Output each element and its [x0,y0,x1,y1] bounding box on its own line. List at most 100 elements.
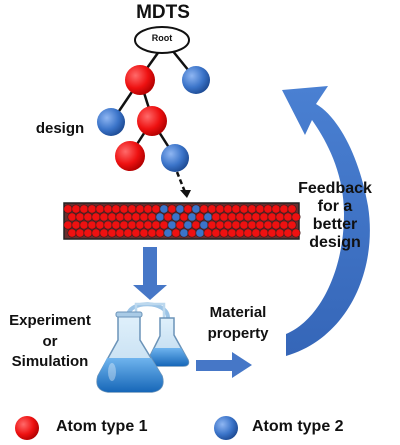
structure-atom-type-1 [255,220,265,230]
structure-atom-type-1 [91,228,101,238]
structure-atom-type-1 [279,220,289,230]
structure-atom-type-1 [151,220,161,230]
structure-atom-type-1 [275,228,285,238]
structure-atom-type-1 [75,228,85,238]
structure-atom-type-1 [143,220,153,230]
structure-atom-type-1 [67,228,77,238]
structure-atom-type-1 [207,204,217,214]
structure-atom-type-1 [139,228,149,238]
structure-atom-type-1 [79,204,89,214]
structure-atom-type-1 [247,204,257,214]
structure-atom-type-2 [183,220,193,230]
structure-atom-type-1 [223,204,233,214]
structure-atom-type-1 [127,220,137,230]
dashed-arrow-head [180,190,191,198]
structure-atom-type-1 [291,228,301,238]
structure-atom-type-1 [119,204,129,214]
tree-edges [111,49,194,158]
structure-atom-type-1 [179,212,189,222]
structure-atom-type-2 [167,220,177,230]
structure-atom-type-2 [199,220,209,230]
structure-atom-type-1 [267,212,277,222]
structure-atom-type-2 [175,204,185,214]
structure-atom-type-1 [119,220,129,230]
tree-node-atom-type-2 [97,108,125,136]
structure-atom-type-1 [75,212,85,222]
structure-atom-type-1 [147,212,157,222]
structure-atom-type-1 [103,204,113,214]
structure-atom-type-1 [79,220,89,230]
structure-atom-type-1 [99,212,109,222]
structure-atom-type-2 [203,212,213,222]
structure-atom-type-2 [191,204,201,214]
feedback-label: Feedback for a better design [298,180,372,251]
structure-atom-type-1 [83,212,93,222]
structure-atom-type-1 [199,204,209,214]
structure-atom-type-1 [115,212,125,222]
structure-atom-type-1 [111,204,121,214]
structure-atom-type-1 [107,212,117,222]
structure-atom-type-2 [159,204,169,214]
structure-atom-type-1 [259,212,269,222]
structure-atom-type-1 [95,220,105,230]
structure-atom-type-1 [191,220,201,230]
design-label: design [35,120,85,137]
atomic-structure [63,202,301,240]
structure-atom-type-1 [207,220,217,230]
structure-atom-type-1 [135,220,145,230]
structure-atom-type-1 [183,204,193,214]
structure-atom-type-1 [103,220,113,230]
legend-atom-type-2-label: Atom type 2 [252,418,344,435]
structure-atom-type-1 [243,212,253,222]
structure-atom-type-1 [123,228,133,238]
structure-atom-type-1 [271,220,281,230]
structure-atom-type-2 [163,228,173,238]
experiment-label: Experiment or Simulation [9,312,91,371]
structure-atom-type-1 [215,220,225,230]
structure-atom-type-1 [227,212,237,222]
structure-atom-type-1 [243,228,253,238]
structure-atom-type-1 [83,228,93,238]
structure-atom-type-1 [155,228,165,238]
structure-atom-type-1 [279,204,289,214]
structure-atom-type-1 [123,212,133,222]
right-arrow [196,352,252,378]
structure-atom-type-1 [287,204,297,214]
structure-atom-type-1 [87,220,97,230]
structure-atom-type-1 [175,220,185,230]
structure-atom-type-1 [159,220,169,230]
structure-atom-type-1 [227,228,237,238]
dashed-arrow [175,171,187,193]
structure-atom-type-1 [263,220,273,230]
structure-atom-type-1 [187,228,197,238]
structure-atom-type-1 [115,228,125,238]
structure-atom-type-2 [195,228,205,238]
structure-atom-type-1 [71,220,81,230]
structure-atom-type-1 [127,204,137,214]
structure-atom-type-1 [163,212,173,222]
legend-atom-type-2-icon [214,416,238,440]
structure-atom-type-1 [239,204,249,214]
structure-atom-type-2 [187,212,197,222]
structure-atom-type-1 [107,228,117,238]
structure-atom-type-2 [171,212,181,222]
structure-atom-type-1 [255,204,265,214]
structure-atom-type-1 [111,220,121,230]
structure-atom-type-1 [67,212,77,222]
structure-atom-type-1 [259,228,269,238]
legend-atom-type-1-label: Atom type 1 [56,418,148,435]
structure-atom-type-1 [171,228,181,238]
structure-atom-type-1 [267,228,277,238]
structure-atom-type-1 [91,212,101,222]
legend-atom-type-1-icon [15,416,39,440]
structure-atom-type-1 [219,228,229,238]
tree-node-atom-type-1 [125,65,155,95]
structure-atom-type-1 [219,212,229,222]
structure-atom-type-1 [239,220,249,230]
structure-atom-type-1 [151,204,161,214]
structure-atom-type-1 [251,228,261,238]
structure-atom-type-1 [263,204,273,214]
structure-atom-type-1 [71,204,81,214]
